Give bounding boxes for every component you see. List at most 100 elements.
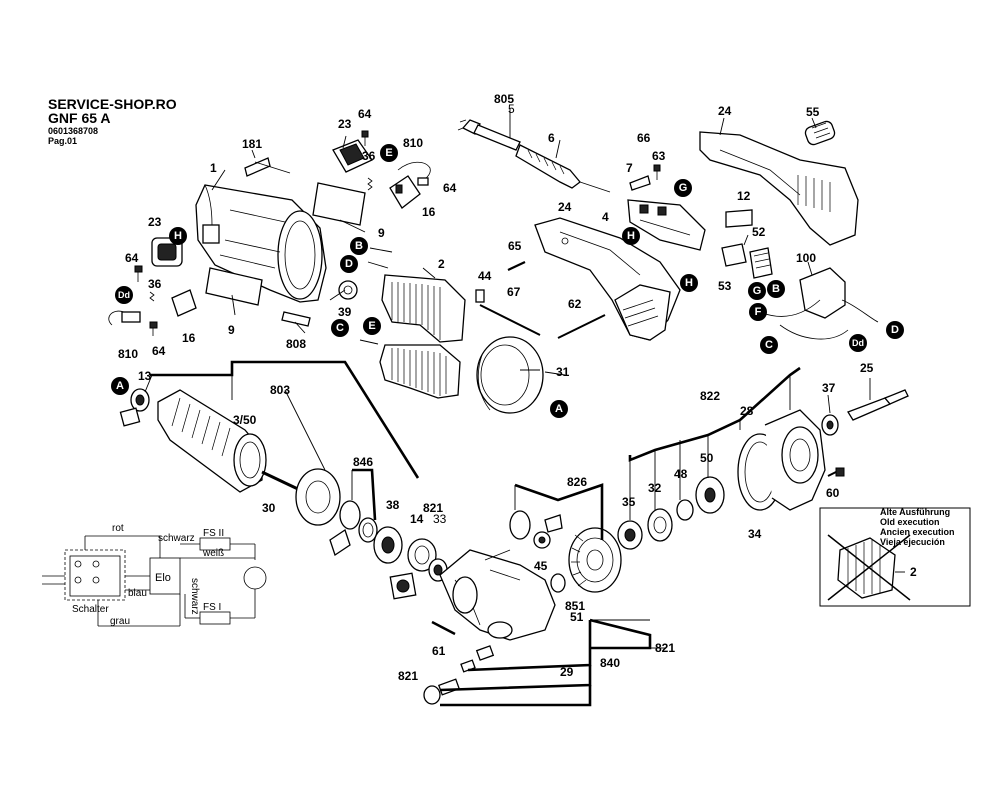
label-826: 826: [567, 475, 587, 489]
label-38: 38: [386, 498, 400, 512]
label-24: 24: [558, 200, 572, 214]
wire-schwarz-side: schwarz: [189, 578, 200, 615]
callout-b: B: [355, 240, 363, 252]
label-846: 846: [353, 455, 373, 469]
label-2: 2: [438, 257, 445, 271]
label-55: 55: [806, 105, 820, 119]
wire-rot: rot: [112, 523, 124, 534]
part-number: 0601368708: [48, 126, 99, 136]
label-803: 803: [270, 383, 290, 397]
callout-e: E: [385, 147, 392, 159]
label-840: 840: [600, 656, 620, 670]
label-28: 28: [740, 404, 754, 418]
label-36: 36: [148, 277, 162, 291]
callout-e: E: [368, 320, 375, 332]
schalter-label: Schalter: [72, 604, 109, 615]
label-29: 29: [560, 665, 574, 679]
field-coil-group: [338, 247, 544, 414]
label-12: 12: [737, 189, 751, 203]
label-64: 64: [125, 251, 139, 265]
old-execution-text: Alte Ausführung Old execution Ancien exe…: [880, 507, 955, 547]
callout-h: H: [627, 230, 635, 242]
label-1: 1: [210, 161, 217, 175]
label-23: 23: [338, 117, 352, 131]
callout-f: F: [755, 306, 762, 318]
label-181: 181: [242, 137, 262, 151]
label-50: 50: [700, 451, 714, 465]
armature-group: [119, 388, 909, 705]
old-exec-fr: Ancien execution: [880, 527, 955, 537]
old-exec-en: Old execution: [880, 517, 940, 527]
label-13: 13: [138, 369, 152, 383]
wire-blau: blau: [128, 588, 147, 599]
label-45: 45: [534, 559, 548, 573]
callout-d: D: [891, 324, 899, 336]
callout-h: H: [174, 230, 182, 242]
label-33: 33: [433, 512, 447, 526]
callout-a: A: [555, 403, 563, 415]
callout-c: C: [336, 322, 344, 334]
label-821: 821: [398, 669, 418, 683]
label-36: 36: [362, 149, 376, 163]
label-37: 37: [822, 381, 836, 395]
label-61: 61: [432, 644, 446, 658]
label-808: 808: [286, 337, 306, 351]
label-63: 63: [652, 149, 666, 163]
label-3-50: 3/50: [233, 413, 257, 427]
callout-c: C: [765, 339, 773, 351]
label-67: 67: [507, 285, 521, 299]
wire-grau: grau: [110, 616, 130, 627]
label-821: 821: [655, 641, 675, 655]
label-5: 5: [508, 102, 515, 116]
label-39: 39: [338, 305, 352, 319]
handle-switch-group: [457, 119, 879, 341]
callout-markers: H Dd B D C E E A A G H H G B F C Dd D: [111, 144, 904, 418]
label-30: 30: [262, 501, 276, 515]
callout-dd: Dd: [118, 290, 130, 300]
label-31: 31: [556, 365, 570, 379]
callout-b: B: [772, 283, 780, 295]
label-851: 851: [565, 599, 585, 613]
label-62: 62: [568, 297, 582, 311]
shop-title: SERVICE-SHOP.RO: [48, 96, 177, 112]
label-16: 16: [422, 205, 436, 219]
label-7: 7: [626, 161, 633, 175]
callout-d: D: [345, 258, 353, 270]
callout-g: G: [679, 182, 688, 194]
callout-h: H: [685, 277, 693, 289]
label-4: 4: [602, 210, 609, 224]
label-65: 65: [508, 239, 522, 253]
label-32: 32: [648, 481, 662, 495]
page-number: Pag.01: [48, 136, 78, 146]
label-6: 6: [548, 131, 555, 145]
label-48: 48: [674, 467, 688, 481]
part-labels: 1 181 23 64 36 810 64 16 9 23 64 36 16 6…: [118, 92, 917, 683]
callout-dd: Dd: [852, 338, 864, 348]
label-822: 822: [700, 389, 720, 403]
label-2-old: 2: [910, 565, 917, 579]
label-24: 24: [718, 104, 732, 118]
model-title: GNF 65 A: [48, 110, 111, 126]
label-53: 53: [718, 279, 732, 293]
label-100: 100: [796, 251, 816, 265]
label-805: 805: [494, 92, 514, 106]
old-execution-box: [819, 507, 971, 607]
label-821: 821: [423, 501, 443, 515]
label-25: 25: [860, 361, 874, 375]
motor-housing-group: [108, 130, 431, 336]
label-9: 9: [378, 226, 385, 240]
label-23: 23: [148, 215, 162, 229]
label-34: 34: [748, 527, 762, 541]
label-810: 810: [403, 136, 423, 150]
fs1-label: FS I: [203, 602, 221, 613]
wire-schwarz-top: schwarz: [158, 533, 195, 544]
label-16: 16: [182, 331, 196, 345]
label-9: 9: [228, 323, 235, 337]
old-exec-es: Vieja ejecución: [880, 537, 945, 547]
elo-label: Elo: [155, 572, 171, 584]
label-64: 64: [443, 181, 457, 195]
reference-lines: [144, 108, 871, 707]
wire-weiss: weiß: [202, 548, 224, 559]
label-810: 810: [118, 347, 138, 361]
